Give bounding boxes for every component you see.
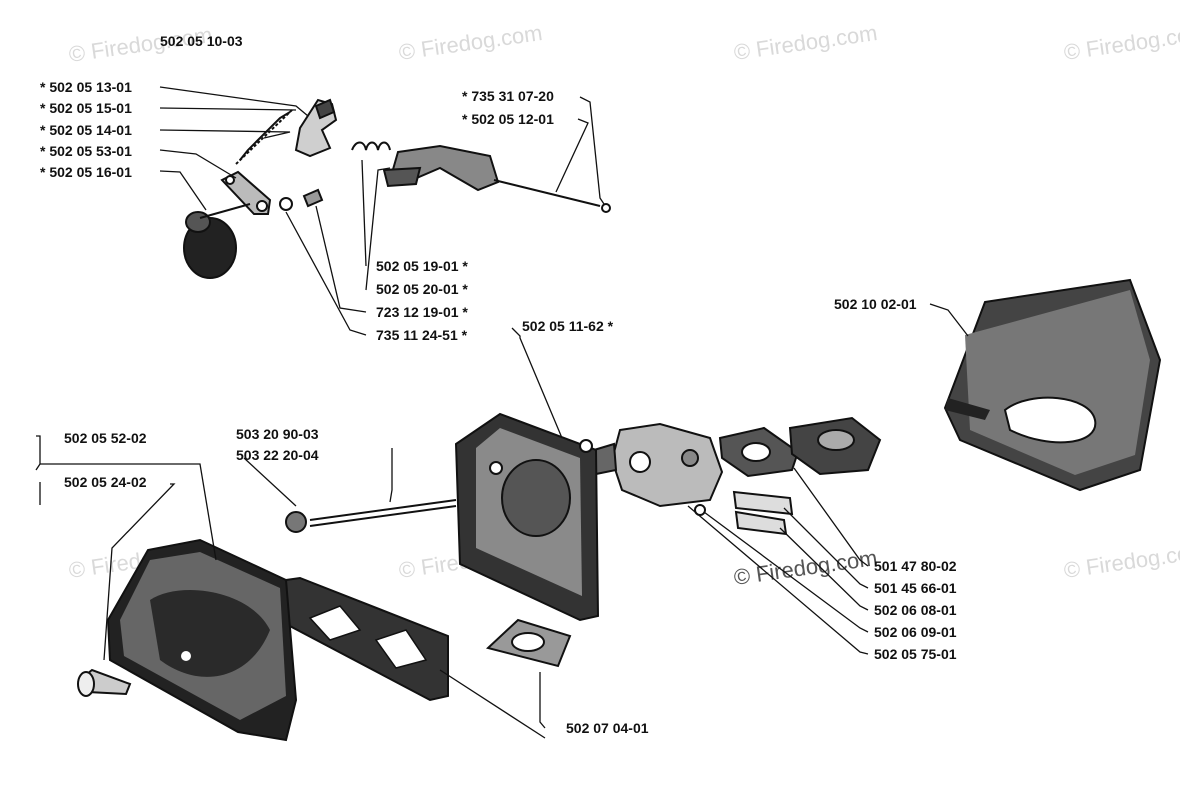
label-502-05-20-01: 502 05 20-01 * [376, 281, 468, 297]
label-502-05-24-02: 502 05 24-02 [64, 474, 147, 490]
throttle-trigger-part [294, 98, 338, 158]
filter-seal-part [485, 618, 572, 668]
watermark: © Firedog.com [732, 545, 879, 590]
label-503-20-90-03: 503 20 90-03 [236, 426, 319, 442]
watermark: © Firedog.com [1062, 20, 1180, 65]
label-502-05-19-01: 502 05 19-01 * [376, 258, 468, 274]
washer-and-screw-part [279, 188, 324, 211]
label-501-45-66-01: 501 45 66-01 [874, 580, 957, 596]
carb-housing-part [454, 412, 600, 622]
watermark: © Firedog.com [732, 20, 879, 65]
label-502-10-02-01: 502 10 02-01 [834, 296, 917, 312]
label-502-05-75-01: 502 05 75-01 [874, 646, 957, 662]
label-502-05-14-01: * 502 05 14-01 [40, 122, 132, 138]
cover-knob-part [77, 668, 132, 697]
label-502-05-10-03: 502 05 10-03 [160, 33, 243, 49]
leader-lines [35, 86, 969, 739]
label-502-05-15-01: * 502 05 15-01 [40, 100, 132, 116]
intake-boot-part [788, 416, 882, 476]
carb-gasket-part [718, 426, 800, 478]
throttle-link-part [220, 170, 272, 215]
throttle-shaft-part [493, 179, 611, 213]
label-502-07-04-01: 502 07 04-01 [566, 720, 649, 736]
part-labels: 502 05 10-03 * 502 05 13-01 * 502 05 15-… [40, 33, 957, 736]
carburetor-part [592, 422, 724, 508]
label-723-12-19-01: 723 12 19-01 * [376, 304, 468, 320]
label-502-05-53-01: * 502 05 53-01 [40, 143, 132, 159]
air-filter-part [285, 576, 449, 702]
trigger-spring-part [235, 109, 293, 165]
watermark: © Firedog.com [397, 20, 544, 65]
label-502-06-08-01: 502 06 08-01 [874, 602, 957, 618]
label-735-31-07-20: * 735 31 07-20 [462, 88, 554, 104]
choke-knob-part [183, 203, 251, 279]
label-502-06-09-01: 502 06 09-01 [874, 624, 957, 640]
label-502-05-16-01: * 502 05 16-01 [40, 164, 132, 180]
label-503-22-20-04: 503 22 20-04 [236, 447, 319, 463]
label-735-11-24-51: 735 11 24-51 * [376, 327, 468, 343]
label-502-05-13-01: * 502 05 13-01 [40, 79, 132, 95]
label-501-47-80-02: 501 47 80-02 [874, 558, 957, 574]
label-502-05-11-62: 502 05 11-62 * [522, 318, 614, 334]
label-502-05-52-02: 502 05 52-02 [64, 430, 147, 446]
throttle-lever-part [382, 144, 500, 192]
filter-bolt-part [285, 499, 457, 533]
label-502-05-12-01: * 502 05 12-01 [462, 111, 554, 127]
cylinder-cover-part [943, 278, 1162, 492]
small-spring-part [351, 141, 391, 151]
air-filter-cover-part [106, 538, 298, 742]
watermark: © Firedog.com [1062, 538, 1180, 583]
